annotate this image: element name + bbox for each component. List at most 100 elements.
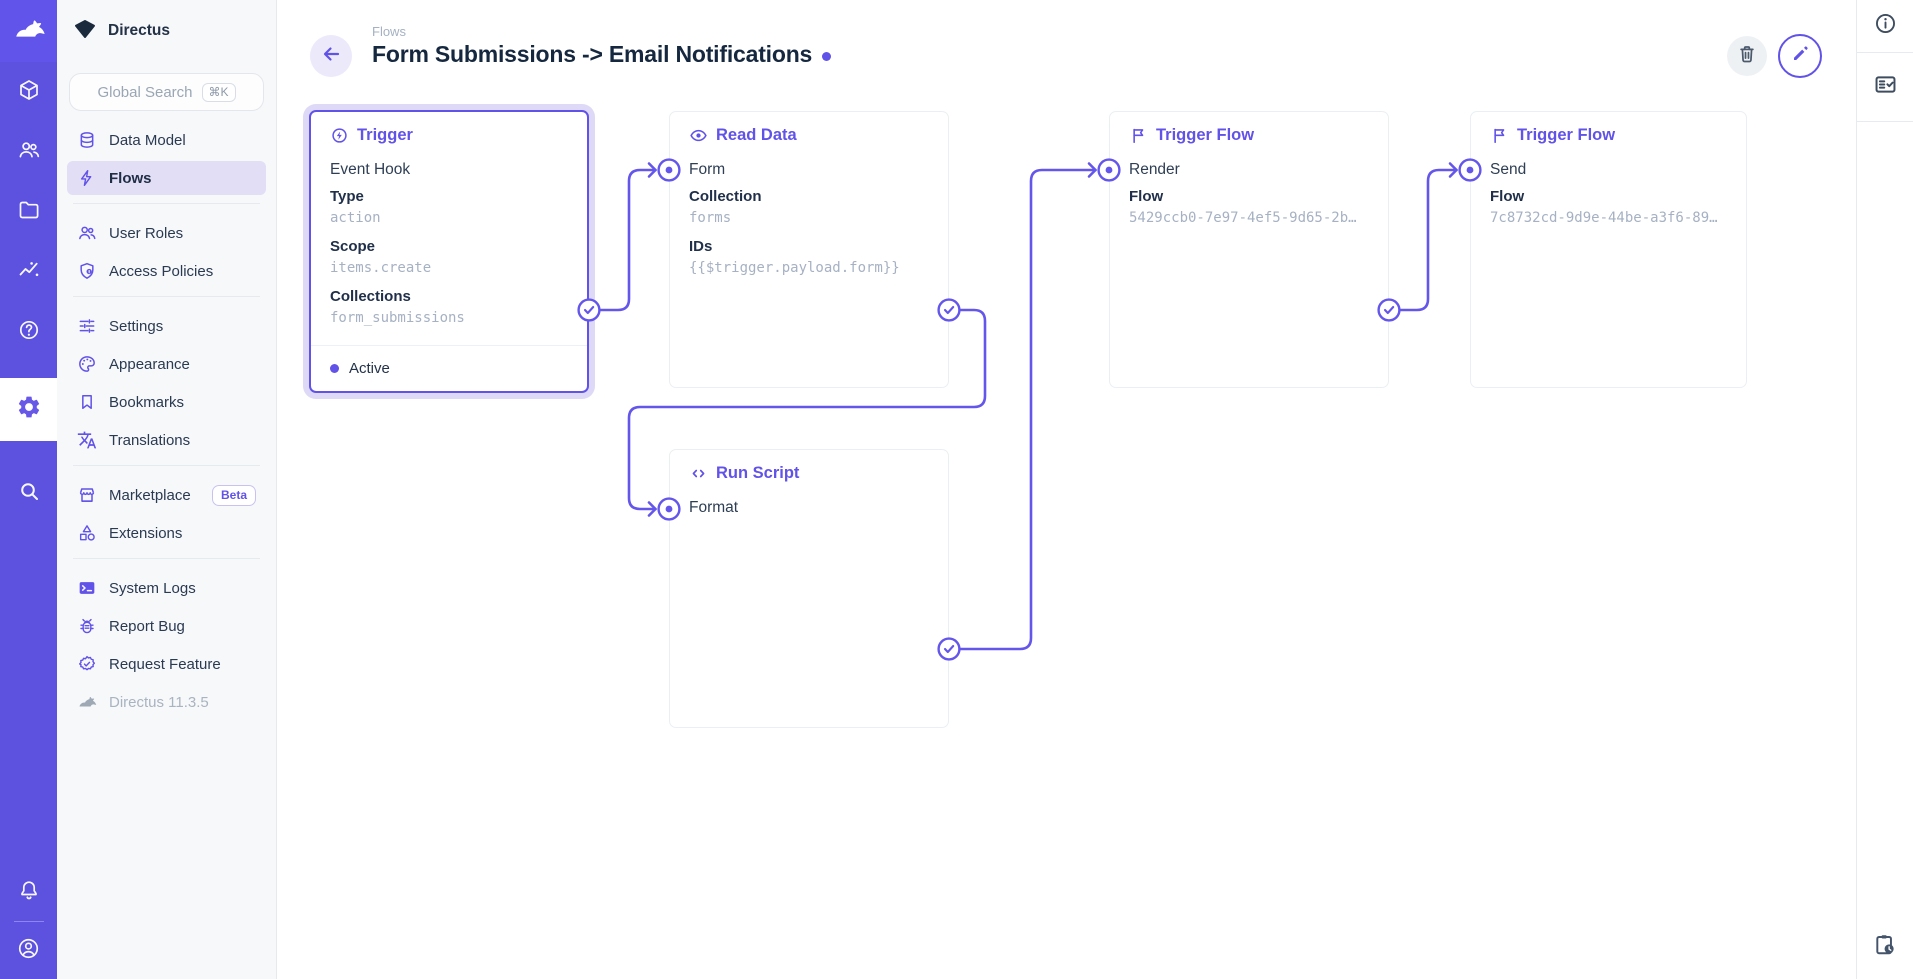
beta-badge: Beta xyxy=(211,484,256,506)
module-search[interactable] xyxy=(0,463,57,523)
account-icon xyxy=(16,936,41,966)
operations-list-button[interactable] xyxy=(1856,53,1913,122)
panel-name: Form xyxy=(689,161,726,178)
edge-render-to-send xyxy=(1398,168,1458,312)
delete-flow-button[interactable] xyxy=(1727,36,1767,76)
module-settings[interactable] xyxy=(0,378,57,441)
settings-gear-icon xyxy=(16,394,42,425)
nav-divider xyxy=(73,296,260,297)
nav-sidebar: Directus Global Search ⌘K Data Model Flo… xyxy=(57,0,277,979)
sidebar-item-bookmarks[interactable]: Bookmarks xyxy=(67,385,266,419)
flow-panel-read-data[interactable]: Read Data Form Collection forms IDs {{$t… xyxy=(669,111,949,388)
revisions-button[interactable] xyxy=(1872,932,1898,979)
sidebar-item-label: Bookmarks xyxy=(109,393,185,411)
sidebar-item-label: System Logs xyxy=(109,579,196,597)
arrow-head-icon xyxy=(647,501,657,517)
connector-output-render[interactable] xyxy=(1377,298,1401,322)
info-sidebar-button[interactable] xyxy=(1856,0,1913,53)
breadcrumb[interactable]: Flows xyxy=(372,24,406,39)
connector-output-trigger[interactable] xyxy=(577,298,601,322)
connector-input-read-data[interactable] xyxy=(657,158,681,182)
nav-divider xyxy=(73,203,260,204)
palette-icon xyxy=(77,354,97,374)
sidebar-item-report-bug[interactable]: Report Bug xyxy=(67,609,266,643)
files-folder-icon xyxy=(17,198,41,227)
module-content[interactable] xyxy=(0,62,57,122)
panel-name: Event Hook xyxy=(330,161,411,178)
storefront-icon xyxy=(77,485,97,505)
right-sidebar xyxy=(1856,0,1913,979)
field-label: Collections xyxy=(330,288,411,305)
insights-icon xyxy=(17,258,41,287)
edit-flow-button[interactable] xyxy=(1778,34,1822,78)
sidebar-item-access-policies[interactable]: Access Policies xyxy=(67,254,266,288)
sidebar-item-settings[interactable]: Settings xyxy=(67,309,266,343)
module-help[interactable] xyxy=(0,302,57,362)
pencil-icon xyxy=(1790,43,1811,69)
sidebar-item-label: Extensions xyxy=(109,524,183,542)
connector-output-read-data[interactable] xyxy=(937,298,961,322)
field-label: Scope xyxy=(330,238,376,255)
sidebar-item-label: Report Bug xyxy=(109,617,185,635)
field-label: Flow xyxy=(1490,188,1525,205)
back-button[interactable] xyxy=(310,35,352,77)
sidebar-item-marketplace[interactable]: Marketplace Beta xyxy=(67,478,266,512)
sidebar-item-flows[interactable]: Flows xyxy=(67,161,266,195)
sidebar-item-request-feature[interactable]: Request Feature xyxy=(67,647,266,681)
module-files[interactable] xyxy=(0,182,57,242)
connector-input-render[interactable] xyxy=(1097,158,1121,182)
sidebar-item-extensions[interactable]: Extensions xyxy=(67,516,266,550)
sidebar-item-label: Access Policies xyxy=(109,262,214,280)
directus-logo-button[interactable] xyxy=(0,0,57,62)
connector-input-send[interactable] xyxy=(1458,158,1482,182)
global-search-placeholder: Global Search xyxy=(97,83,193,101)
field-value: {{$trigger.payload.form}} xyxy=(689,260,900,276)
field-label: Collection xyxy=(689,188,762,205)
sidebar-item-version: Directus 11.3.5 xyxy=(67,685,266,719)
panel-name: Render xyxy=(1129,161,1180,178)
arrow-head-icon xyxy=(1087,162,1097,178)
rabbit-gray-icon xyxy=(77,692,97,712)
trash-icon xyxy=(1736,43,1758,70)
flow-status-dot xyxy=(822,51,832,61)
project-name: Directus xyxy=(108,22,171,39)
sidebar-item-system-logs[interactable]: System Logs xyxy=(67,571,266,605)
sidebar-item-data-model[interactable]: Data Model xyxy=(67,123,266,157)
connector-output-run-script[interactable] xyxy=(937,637,961,661)
field-label: IDs xyxy=(689,238,713,255)
panel-type-label: Trigger Flow xyxy=(1517,126,1616,144)
sidebar-item-user-roles[interactable]: User Roles xyxy=(67,216,266,250)
search-icon xyxy=(17,479,41,508)
connector-input-run-script[interactable] xyxy=(657,497,681,521)
nav-list: Data Model Flows User Roles Access Polic… xyxy=(57,121,276,723)
active-status-label: Active xyxy=(349,360,390,377)
field-value: items.create xyxy=(330,260,432,276)
project-header[interactable]: Directus xyxy=(57,0,276,62)
bookmark-icon xyxy=(77,392,97,412)
tune-icon xyxy=(77,316,97,336)
page-title: Form Submissions -> Email Notifications xyxy=(372,41,813,67)
flow-panel-trigger[interactable]: Trigger Event Hook Type action Scope ite… xyxy=(309,110,589,393)
sidebar-item-translations[interactable]: Translations xyxy=(67,423,266,457)
module-insights[interactable] xyxy=(0,242,57,302)
module-bar xyxy=(0,0,57,979)
arrow-left-icon xyxy=(319,42,343,71)
global-search-input[interactable]: Global Search ⌘K xyxy=(69,73,264,111)
translate-icon xyxy=(77,430,97,450)
app-version-label: Directus 11.3.5 xyxy=(109,693,209,711)
page-header: Flows Form Submissions -> Email Notifica… xyxy=(372,24,832,68)
sidebar-item-appearance[interactable]: Appearance xyxy=(67,347,266,381)
directus-rabbit-icon xyxy=(12,12,46,51)
flow-panel-run-script[interactable]: Run Script Format xyxy=(669,449,949,728)
edge-trigger-to-read-data xyxy=(598,168,657,312)
flow-panel-trigger-flow-render[interactable]: Trigger Flow Render Flow 5429ccb0-7e97-4… xyxy=(1109,111,1389,388)
field-value: 7c8732cd-9d9e-44be-a3f6-89… xyxy=(1490,210,1718,226)
shield-lock-icon xyxy=(77,261,97,281)
clipboard-clock-icon xyxy=(1872,935,1898,962)
header-actions xyxy=(1727,34,1822,78)
code-icon xyxy=(689,464,708,483)
module-users[interactable] xyxy=(0,122,57,182)
account-button[interactable] xyxy=(0,922,57,979)
notifications-button[interactable] xyxy=(0,864,57,921)
flow-panel-trigger-flow-send[interactable]: Trigger Flow Send Flow 7c8732cd-9d9e-44b… xyxy=(1470,111,1747,388)
